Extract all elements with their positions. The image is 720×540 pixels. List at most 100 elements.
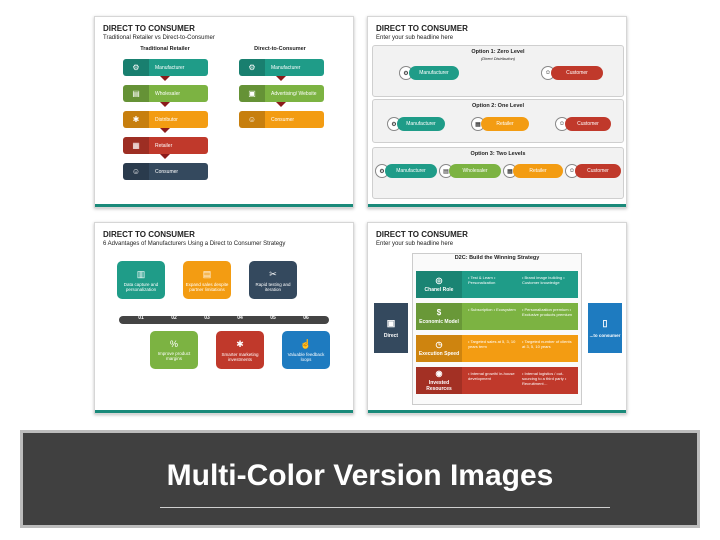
option-zero-level: Option 1: Zero Level (Direct Distributio… [372, 45, 624, 97]
advantage-card: ▤Expand sales despite partner limitation… [183, 261, 231, 299]
customer-pill: Customer [565, 117, 611, 131]
advantage-card: ✱ Smarter marketing investments [216, 331, 264, 369]
shop-icon: ▦ [123, 137, 149, 154]
down-arrow-icon [276, 76, 286, 81]
flow-step-label: Retailer [155, 142, 173, 149]
strategy-row-label: $ Economic Model [416, 303, 462, 330]
flow-step-label: Advertising/ Website [271, 90, 317, 97]
timeline-bar [119, 316, 329, 324]
chart-icon: ▥ [136, 268, 146, 279]
clock-icon: ◷ [435, 340, 443, 349]
slide-distribution-options[interactable]: DIRECT TO CONSUMER Enter your sub headli… [367, 16, 627, 208]
strategy-point-a: • Targeted sales at 5, 3, 10 years term [468, 339, 516, 349]
percent-icon: % [169, 339, 178, 349]
down-arrow-icon [160, 128, 170, 133]
advantage-text: Rapid testing and iteration [255, 281, 291, 292]
strategy-point-a: • Subscription • Ecosystem [468, 307, 516, 312]
flow-step: ☺ Consumer [239, 111, 324, 128]
slide-six-advantages[interactable]: DIRECT TO CONSUMER 6 Advantages of Manuf… [94, 222, 354, 414]
step-number: 02 [171, 315, 177, 321]
strategy-row-text: • Targeted sales at 5, 3, 10 years term •… [462, 335, 578, 362]
strategy-point-b: • Personalization premium • Exclusive pr… [522, 307, 573, 317]
direct-label: Direct [383, 332, 399, 339]
column-heading-traditional: Traditional Retailer [140, 46, 190, 52]
money-icon: $ [436, 308, 442, 317]
monitor-icon: ▣ [386, 317, 396, 328]
flow-step-label: Manufacturer [271, 64, 301, 71]
slide-subtitle: Enter your sub headline here [376, 241, 454, 247]
option-title: Option 1: Zero Level [471, 49, 525, 55]
option-one-level: Option 2: One Level ⚙ Manufacturer ▦ Ret… [372, 99, 624, 143]
advantage-text: Valuable feedback loops [287, 351, 325, 362]
strategy-row-label: ◎Chanel Role [416, 271, 462, 298]
consumer-label: ...to consumer [589, 333, 621, 338]
flow-step: ▦ Retailer [123, 137, 208, 154]
strategy-point-b: • Targeted number of clients at 3, 5, 10… [522, 339, 572, 349]
gear-icon: ✱ [123, 111, 149, 128]
title-banner: Multi-Color Version Images [20, 430, 700, 528]
flow-step-label: Wholesaler [155, 90, 181, 97]
strategy-header: D2C: Build the Winning Strategy [454, 255, 540, 261]
flow-step: ⚙Manufacturer [239, 59, 324, 76]
strategy-row: ◷Execution Speed• Targeted sales at 5, 3… [416, 335, 578, 362]
down-arrow-icon [160, 154, 170, 159]
phone-icon: ▯ [602, 318, 608, 328]
strategy-row-text: • Subscription • Ecosystem • Personalizat… [462, 303, 578, 330]
down-arrow-icon [160, 102, 170, 107]
strategy-row-title: Economic Model [419, 319, 459, 325]
flow-step-label: Consumer [155, 168, 179, 175]
strategy-row-text: • Test & Learn • Personalization• Brand … [462, 271, 578, 298]
thumb-icon: ☝ [300, 338, 312, 349]
strategy-row-title: Invested Resources [426, 380, 452, 392]
step-number: 01 [138, 315, 144, 321]
slide-title: DIRECT TO CONSUMER [103, 230, 195, 239]
slide-d2c-strategy[interactable]: DIRECT TO CONSUMER Enter your sub headli… [367, 222, 627, 414]
slide-traditional-vs-d2c[interactable]: DIRECT TO CONSUMER Traditional Retailer … [94, 16, 354, 208]
monitor-icon: ▣ [239, 85, 265, 102]
slide-title: DIRECT TO CONSUMER [376, 24, 468, 33]
slide-title: DIRECT TO CONSUMER [103, 24, 195, 33]
flow-step: ▤Wholesaler [123, 85, 208, 102]
strategy-row-title: Chanel Role [424, 287, 454, 293]
strategy-row-label: ◉Invested Resources [416, 367, 462, 394]
step-number: 03 [204, 315, 210, 321]
slide-subtitle: Enter your sub headline here [376, 35, 454, 41]
strategy-row-title: Execution Speed [418, 351, 460, 357]
banner-underline [160, 507, 610, 508]
flow-step: ☺ Consumer [123, 163, 208, 180]
strategy-row-text: • Internal growth/ in-house development•… [462, 367, 578, 394]
strategy-row: ◉Invested Resources• Internal growth/ in… [416, 367, 578, 394]
option-two-levels: Option 3: Two Levels ⚙ Manufacturer ▤ Wh… [372, 147, 624, 199]
flow-step-label: Distributor [155, 116, 178, 123]
manufacturer-pill: Manufacturer [397, 117, 445, 131]
column-heading-d2c: Direct-to-Consumer [254, 46, 306, 52]
people-icon: ☺ [123, 163, 149, 180]
customer-pill: Customer [575, 164, 621, 178]
flow-step-label: Consumer [271, 116, 295, 123]
banner-title: Multi-Color Version Images [166, 459, 554, 492]
option-note: (Direct Distribution) [480, 56, 516, 61]
consumer-box: ▯ ...to consumer [588, 303, 622, 353]
advantage-card: ▥ Data capture and personalization [117, 261, 165, 299]
flow-step: ⚙Manufacturer [123, 59, 208, 76]
advantage-text: Data capture and personalization [123, 281, 159, 292]
strategy-row: ◎Chanel Role• Test & Learn • Personaliza… [416, 271, 578, 298]
advantage-text: Improve product margins [157, 351, 191, 361]
wholesaler-pill: Wholesaler [449, 164, 501, 178]
strategy-row-label: ◷ Execution Speed [416, 335, 462, 362]
direct-box: ▣ Direct [374, 303, 408, 353]
strategy-point-a: • Test & Learn • Personalization [468, 275, 496, 285]
flow-step: ✱ Distributor [123, 111, 208, 128]
strategy-row: $Economic Model• Subscription • Ecosyste… [416, 303, 578, 330]
advantage-card: ☝ Valuable feedback loops [282, 331, 330, 369]
flow-step-label: Manufacturer [155, 64, 185, 71]
advantage-text: Smarter marketing investments [221, 351, 259, 362]
slide-subtitle: 6 Advantages of Manufacturers Using a Di… [103, 241, 286, 247]
step-number: 04 [237, 315, 243, 321]
flow-step: ▣ Advertising/ Website [239, 85, 324, 102]
gear-icon: ✱ [236, 338, 244, 349]
advantage-card: % Improve product margins [150, 331, 198, 369]
people-icon: ☺ [239, 111, 265, 128]
option-title: Option 2: One Level [472, 103, 524, 109]
doc-icon: ▤ [202, 268, 212, 279]
